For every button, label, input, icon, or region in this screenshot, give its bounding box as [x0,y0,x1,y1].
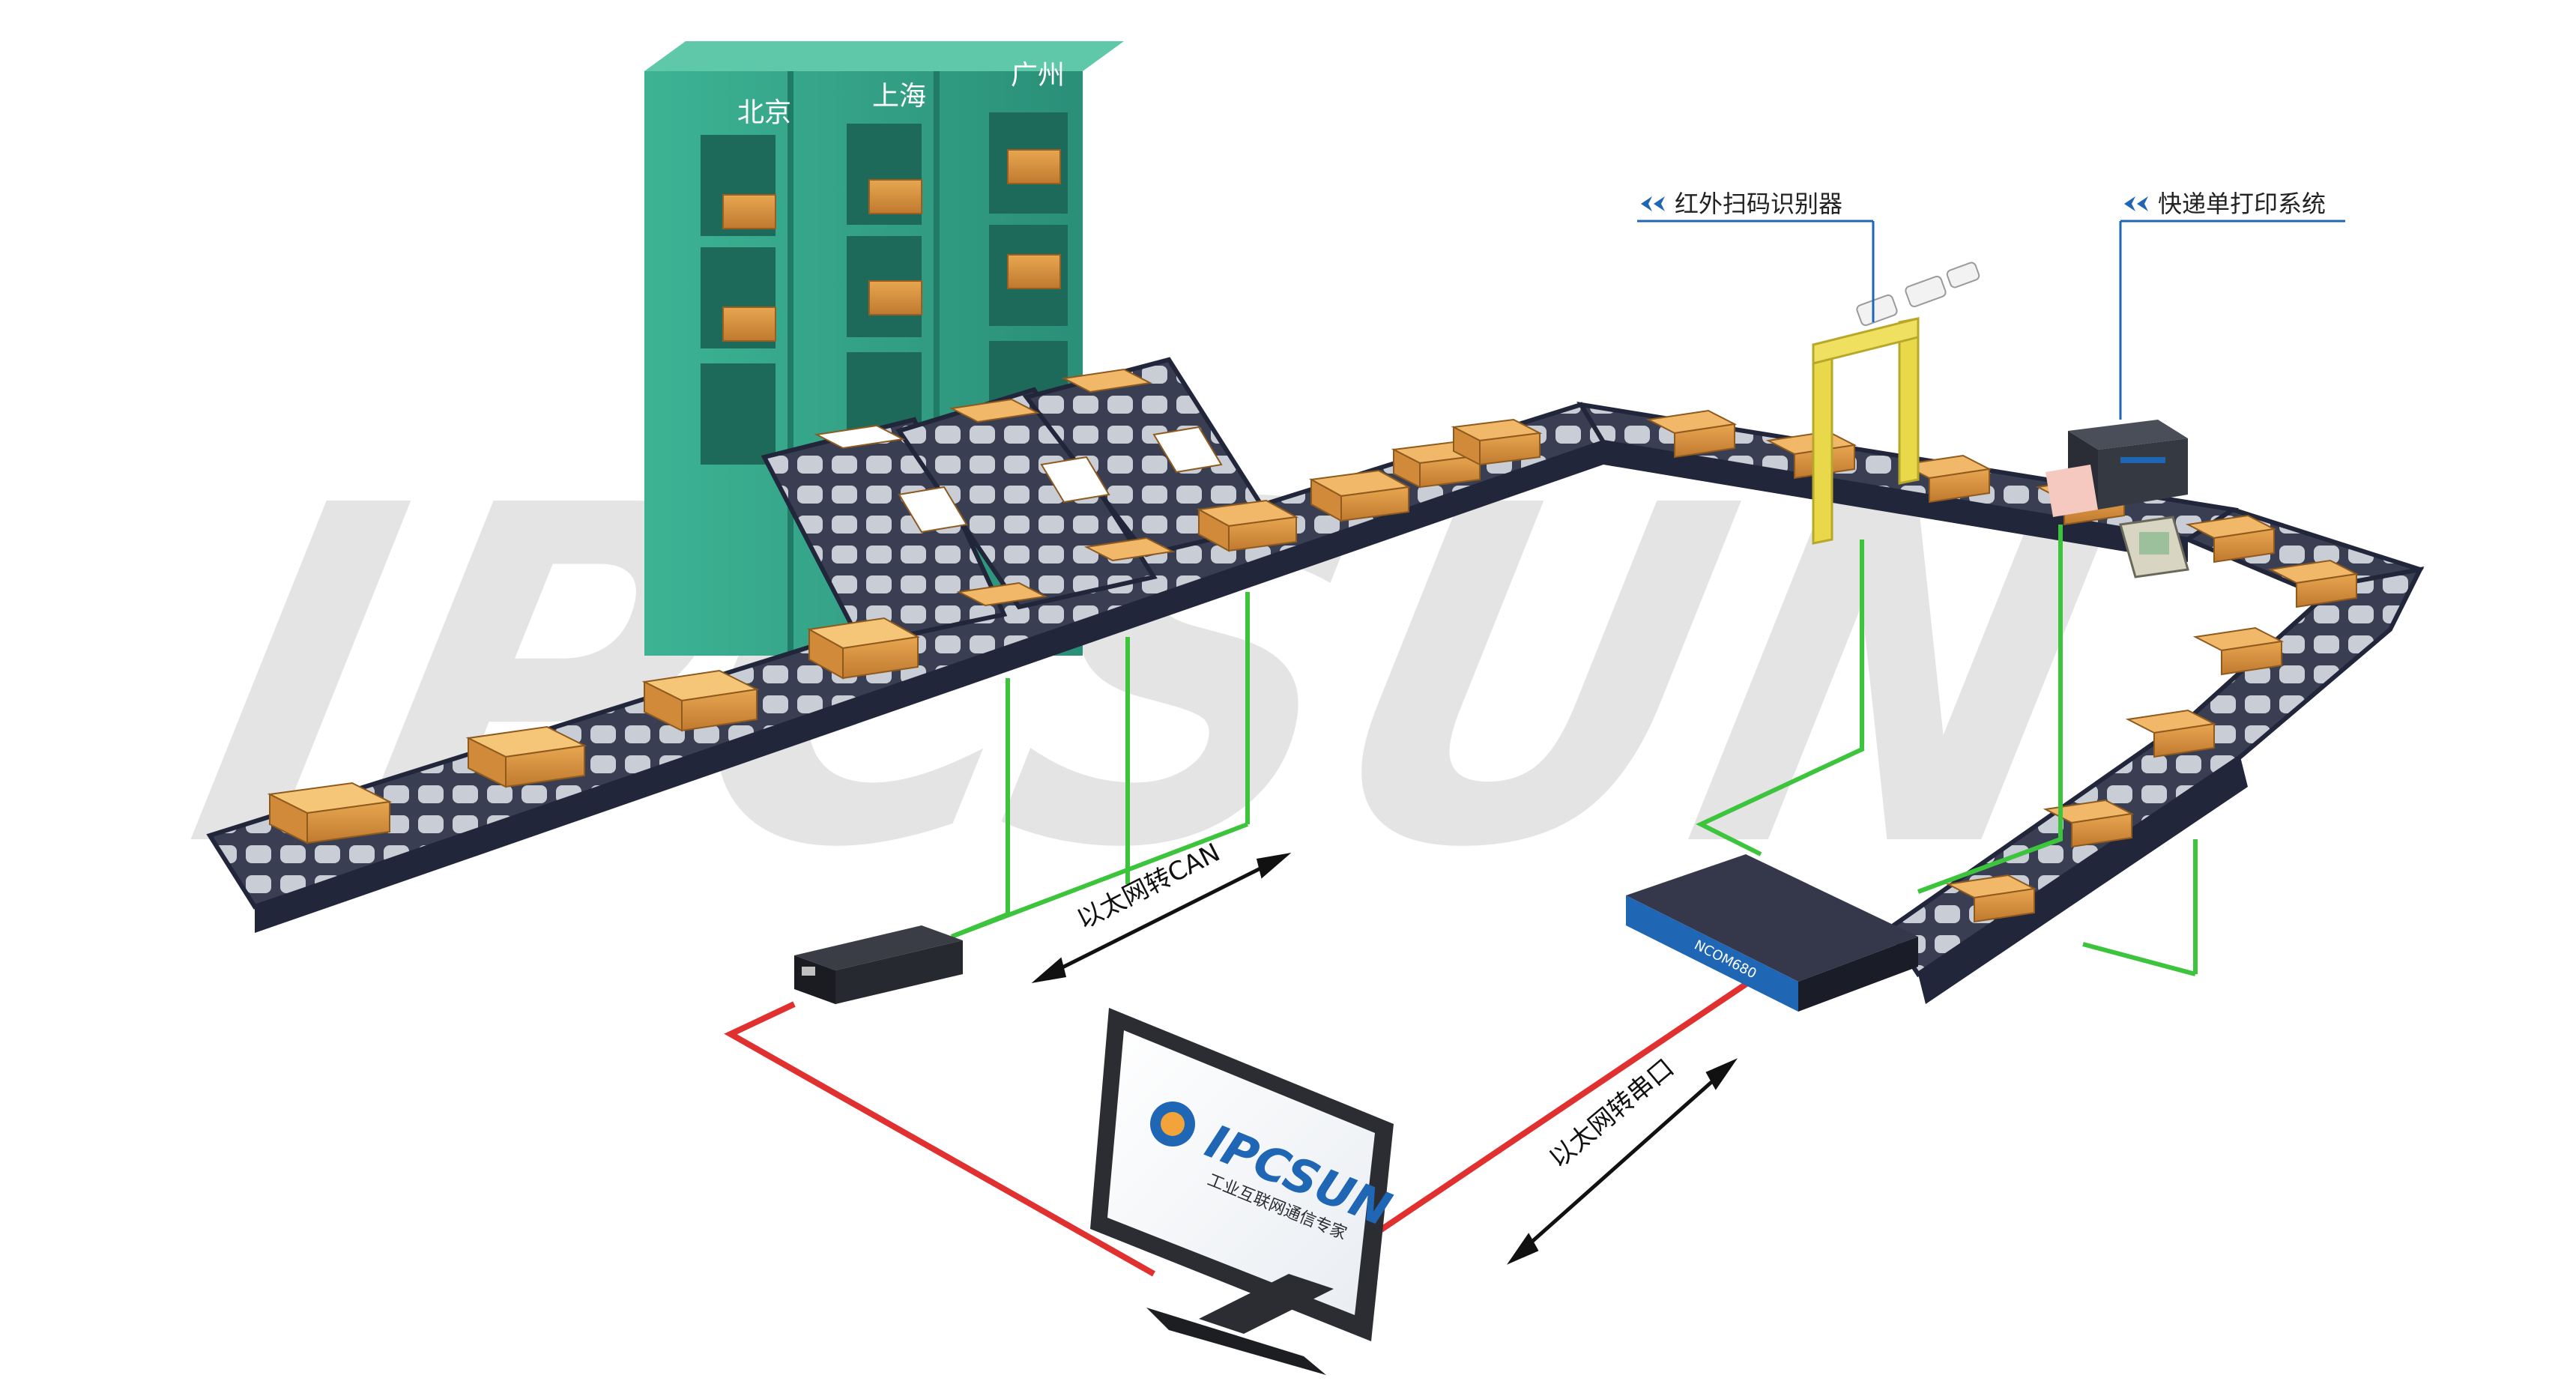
callout-leaders [1637,220,2345,420]
shelf-label-beijing: 北京 [737,97,791,128]
shelf-label-guangzhou: 广州 [1011,60,1065,91]
ethernet-cables [950,525,2198,976]
serial-server-device [1626,854,1918,1012]
monitor [1090,1008,1394,1375]
shelf-label-shanghai: 上海 [872,81,926,112]
parcel-boxes [267,368,2359,923]
can-gateway-device [794,925,963,1004]
printer-callout-label: 快递单打印系统 [2158,190,2326,218]
infrared-scanner [1812,262,1980,545]
monitor-logo-icon [1150,1102,1195,1146]
serial-link-arrow [1506,1058,1738,1265]
printer-callout-icon [2124,196,2148,211]
can-link-arrow [1031,853,1292,983]
serial-cables [724,971,1763,1277]
scanner-callout-label: 红外扫码识别器 [1675,190,1842,218]
scanner-callout-icon [1641,196,1665,211]
waybill-printer [2046,420,2189,578]
